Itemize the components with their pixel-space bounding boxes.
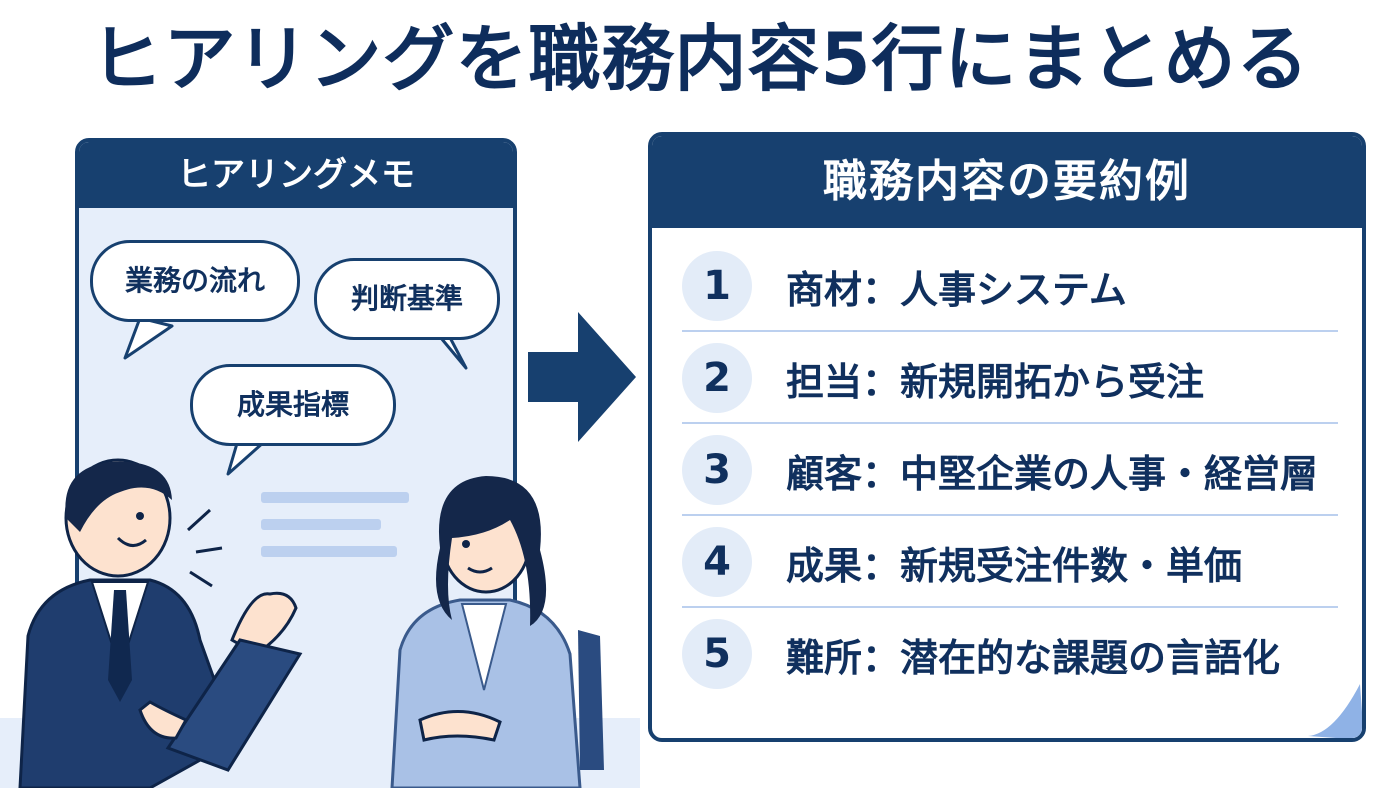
bubble-label: 判断基準 — [350, 282, 463, 315]
summary-row: 4 成果：新規受注件数・単価 — [682, 516, 1338, 608]
summary-row: 3 顧客：中堅企業の人事・経営層 — [682, 424, 1338, 516]
row-number: 2 — [682, 343, 752, 413]
row-number: 1 — [682, 251, 752, 321]
summary-row: 1 商材：人事システム — [682, 240, 1338, 332]
arrow-right-icon — [528, 312, 636, 442]
row-text: 難所：潜在的な課題の言語化 — [786, 635, 1281, 680]
page-fold-icon — [1306, 682, 1362, 738]
summary-row: 2 担当：新規開拓から受注 — [682, 332, 1338, 424]
row-text: 顧客：中堅企業の人事・経営層 — [786, 451, 1319, 496]
summary-header: 職務内容の要約例 — [652, 136, 1362, 228]
row-number: 5 — [682, 619, 752, 689]
memo-line — [261, 492, 409, 503]
memo-line — [261, 546, 397, 557]
row-text: 商材：人事システム — [786, 267, 1127, 312]
bubble-label: 業務の流れ — [124, 264, 265, 297]
page-title: ヒアリングを職務内容5行にまとめる — [90, 17, 1310, 101]
bubble-label: 成果指標 — [236, 388, 349, 421]
bubble-business-flow: 業務の流れ — [90, 240, 300, 322]
job-summary-panel: 職務内容の要約例 1 商材：人事システム 2 担当：新規開拓から受注 3 顧客：… — [648, 132, 1366, 742]
summary-row: 5 難所：潜在的な課題の言語化 — [682, 608, 1338, 700]
row-text: 成果：新規受注件数・単価 — [786, 543, 1243, 588]
bubble-result-indicator: 成果指標 — [190, 364, 396, 446]
bubble-judgement-criteria: 判断基準 — [314, 258, 500, 340]
row-text: 担当：新規開拓から受注 — [786, 359, 1205, 404]
memo-line — [261, 519, 381, 530]
row-number: 3 — [682, 435, 752, 505]
memo-header: ヒアリングメモ — [79, 142, 513, 208]
row-number: 4 — [682, 527, 752, 597]
interview-illustration — [0, 458, 640, 788]
